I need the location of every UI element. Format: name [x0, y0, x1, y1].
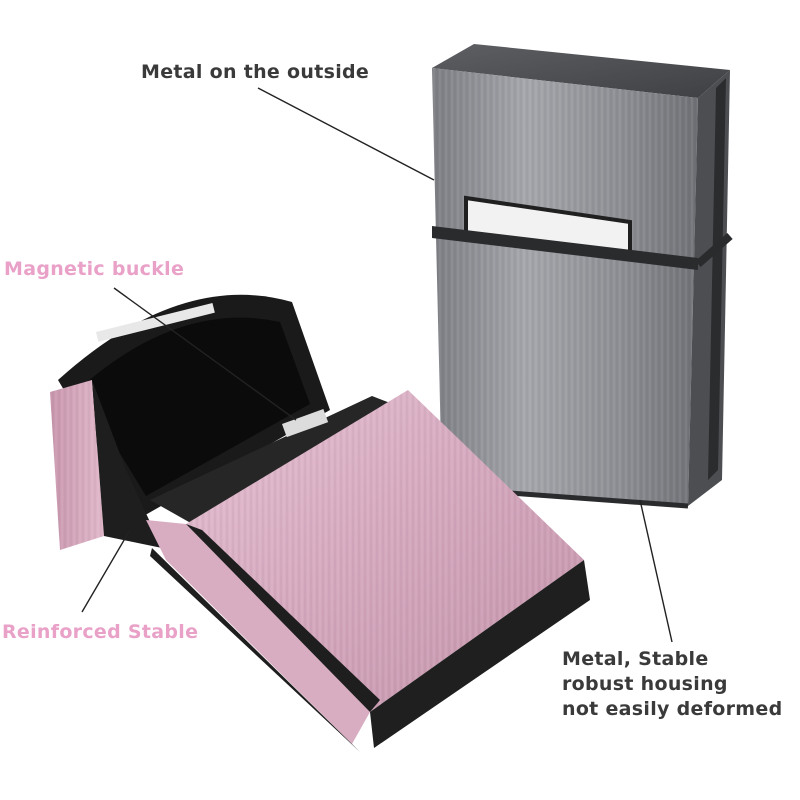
label-metal-outside: Metal on the outside	[141, 61, 370, 83]
callout-line-outside	[257, 87, 435, 181]
callout-line-reinforced	[81, 529, 131, 613]
silver-case	[432, 44, 733, 509]
callout-line-magnetic	[113, 287, 297, 421]
label-housing: Metal, Stable robust housing not easily …	[562, 647, 782, 722]
callout-lines	[81, 87, 673, 643]
label-housing-line: robust housing	[562, 673, 728, 695]
label-housing-line: not easily deformed	[562, 698, 783, 720]
label-housing-line: Metal, Stable	[562, 648, 709, 670]
callout-line-housing	[639, 499, 673, 643]
label-reinforced-stable: Reinforced Stable	[2, 621, 199, 643]
pink-case	[50, 294, 590, 752]
label-magnetic-buckle: Magnetic buckle	[4, 258, 185, 280]
